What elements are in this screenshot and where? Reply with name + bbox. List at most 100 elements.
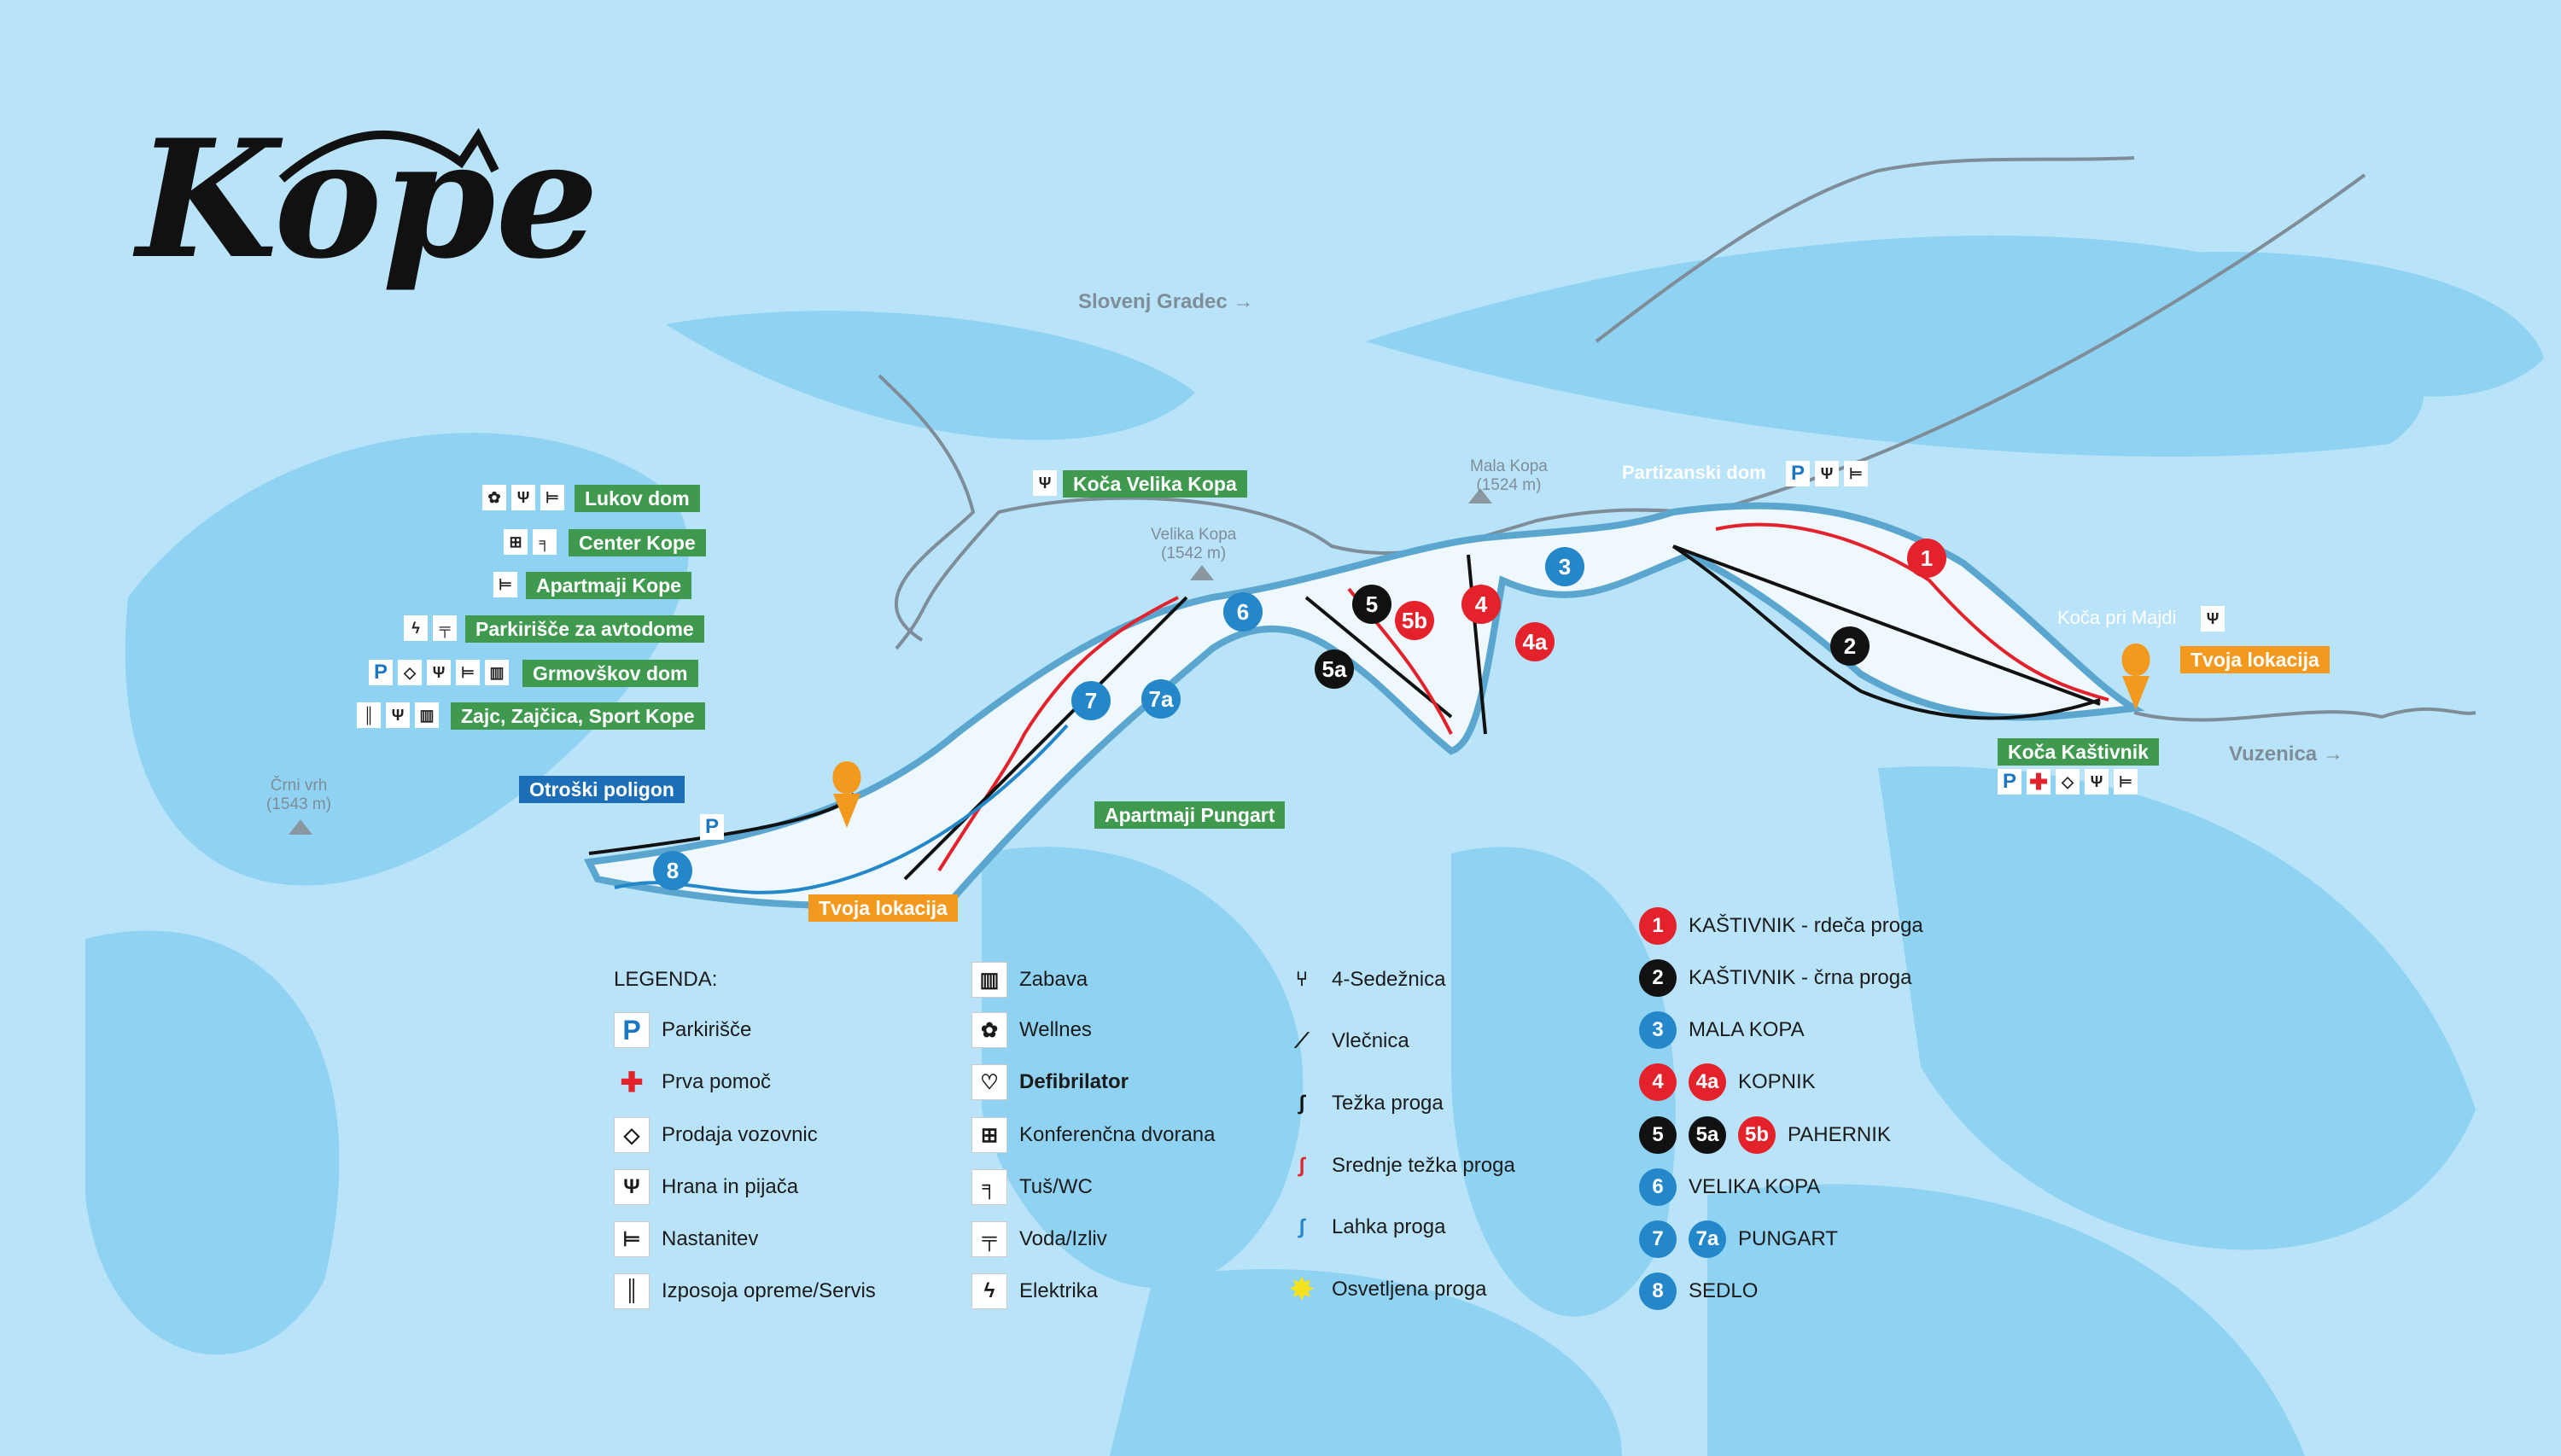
parking-icon: P (1786, 461, 1810, 486)
first-aid-icon: ✚ (620, 1067, 644, 1098)
red-piste-icon: ∫ (1298, 1154, 1305, 1177)
piste-marker-3: 3 (1545, 547, 1584, 586)
legend-first-aid: ✚Prva pomoč (614, 1064, 771, 1100)
label-koca-pri-majdi[interactable]: Koča pri Majdi (2057, 607, 2177, 628)
label-koca-kastivnik[interactable]: Koča Kaštivnik (1998, 738, 2159, 766)
lukov-dom-icons: ✿Ψ⊨ (482, 485, 564, 510)
legend-water: ╤Voda/Izliv (971, 1221, 1107, 1257)
legend-tickets: ◇Prodaja vozovnic (614, 1117, 818, 1153)
food-icon: Ψ (511, 485, 535, 510)
food-icon: Ψ (427, 660, 451, 685)
parking-icon: P (614, 1012, 650, 1048)
center-kope-icons: ⊞╕ (504, 529, 557, 555)
ticket-icon: ◇ (398, 660, 422, 685)
food-icon: Ψ (386, 702, 410, 728)
logo: Kope (132, 104, 598, 294)
rental-icon: ║ (357, 702, 381, 728)
legend-difficult: ∫Težka proga (1284, 1086, 1444, 1121)
food-icon: Ψ (1033, 470, 1057, 496)
piste-number: 2 (1844, 633, 1856, 659)
legend-tow-lift: ⟋Vlečnica (1284, 1023, 1409, 1059)
label-otroski-poligon[interactable]: Otroški poligon (519, 776, 685, 803)
piste-number: 6 (1237, 599, 1249, 625)
defibrillator-icon: ♡ (971, 1064, 1007, 1100)
black-piste-icon: ∫ (1298, 1092, 1305, 1115)
chairlift-icon: ⑂ (1295, 968, 1309, 991)
piste-markers: 1 2 3 4 4a 5 5a 5b 6 7 7a 8 (653, 539, 1946, 890)
piste-marker-6: 6 (1223, 592, 1263, 632)
piste-marker-7a: 7a (1141, 679, 1181, 719)
electricity-icon: ϟ (971, 1273, 1007, 1309)
piste-number: 5b (1402, 608, 1427, 633)
rental-icon: ║ (614, 1273, 650, 1309)
piste-marker-2: 2 (1830, 626, 1870, 666)
road-vuzenica: Vuzenica → (2229, 743, 2343, 766)
label-center-kope[interactable]: Center Kope (569, 529, 706, 556)
piste-number: 5 (1366, 591, 1378, 617)
food-icon: Ψ (2201, 606, 2225, 632)
water-tap-icon: ╤ (433, 615, 457, 641)
label-lukov-dom[interactable]: Lukov dom (575, 485, 700, 512)
entertainment-icon: ▥ (415, 702, 439, 728)
bed-icon: ⊨ (540, 485, 564, 510)
floodlight-icon: ✸ (1289, 1273, 1315, 1306)
legend-conference: ⊞Konferenčna dvorana (971, 1117, 1216, 1153)
label-tvoja-lokacija-2[interactable]: Tvoja lokacija (2180, 646, 2330, 673)
koca-pri-majdi-icons: Ψ (2201, 606, 2225, 632)
label-koca-velika-kopa[interactable]: Koča Velika Kopa (1063, 470, 1247, 498)
legend-entertainment: ▥Zabava (971, 962, 1088, 998)
piste-marker-5a: 5a (1315, 649, 1354, 689)
label-parkirisce-za-avtodome[interactable]: Parkirišče za avtodome (465, 615, 704, 643)
tow-lift-icon: ⟋ (1294, 1029, 1310, 1052)
conference-icon: ⊞ (971, 1117, 1007, 1153)
peak-velika-kopa: Velika Kopa(1542 m) (1151, 526, 1237, 562)
piste-marker-1: 1 (1907, 539, 1946, 578)
legend-lit: ✸Osvetljena proga (1284, 1272, 1487, 1307)
grmovskov-dom-icons: P◇Ψ⊨▥ (369, 660, 509, 685)
electricity-icon: ϟ (404, 615, 428, 641)
label-apartmaji-kope[interactable]: Apartmaji Kope (526, 572, 691, 599)
label-tvoja-lokacija[interactable]: Tvoja lokacija (808, 894, 958, 922)
piste-number: 8 (667, 858, 679, 883)
peak-mala-kopa: Mala Kopa(1524 m) (1470, 457, 1548, 494)
food-icon: Ψ (2085, 769, 2109, 795)
entertainment-icon: ▥ (971, 962, 1007, 998)
conference-icon: ⊞ (504, 529, 528, 555)
label-partizanski-dom[interactable]: Partizanski dom (1622, 462, 1766, 483)
entertainment-icon: ▥ (485, 660, 509, 685)
piste-number: 7a (1149, 686, 1174, 712)
piste-marker-5b: 5b (1395, 601, 1434, 640)
bed-icon: ⊨ (1844, 461, 1868, 486)
food-icon: Ψ (614, 1169, 650, 1205)
parking-icon: P (700, 814, 724, 840)
piste-marker-4: 4 (1461, 585, 1501, 624)
parking-icon: P (369, 660, 393, 685)
bed-icon: ⊨ (2114, 769, 2138, 795)
legend-easy: ∫Lahka proga (1284, 1209, 1446, 1245)
label-apartmaji-pungart[interactable]: Apartmaji Pungart (1094, 801, 1286, 829)
parking-icon: P (1998, 769, 2021, 795)
piste-number: 1 (1921, 545, 1933, 571)
label-grmovskov-dom[interactable]: Grmovškov dom (522, 660, 698, 687)
piste-number: 5a (1322, 656, 1347, 682)
legend-defibrillator: ♡Defibrilator (971, 1064, 1129, 1100)
terrain-shading (85, 236, 2544, 1456)
koca-velika-kopa-icons: Ψ (1033, 470, 1057, 496)
blue-piste-icon: ∫ (1298, 1215, 1305, 1238)
apartmaji-kope-icons: ⊨ (493, 572, 517, 597)
piste-number: 3 (1559, 554, 1571, 579)
piste-number: 4 (1475, 591, 1488, 617)
label-zajc-zajcica-sport-kope[interactable]: Zajc, Zajčica, Sport Kope (451, 702, 705, 730)
ticket-icon: ◇ (2056, 769, 2080, 795)
water-tap-icon: ╤ (971, 1221, 1007, 1257)
ticket-icon: ◇ (614, 1117, 650, 1153)
